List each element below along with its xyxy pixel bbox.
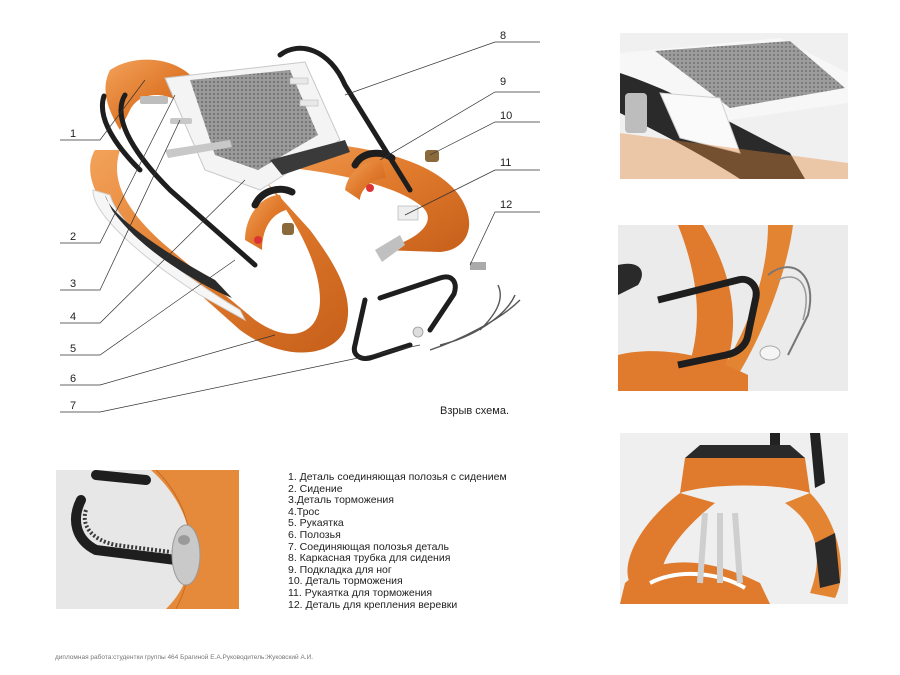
callout-10: 10	[500, 110, 513, 122]
seat-frame-tube	[118, 45, 413, 268]
callout-5: 5	[70, 343, 77, 355]
legend-item: 2. Сидение	[288, 482, 343, 495]
legend-item: 3.Деталь торможения	[288, 494, 394, 507]
callout-9: 9	[500, 76, 507, 88]
legend-item: 4.Трос	[288, 505, 320, 518]
handles	[245, 149, 396, 250]
legend-item: 10. Деталь торможения	[288, 575, 403, 588]
legend-item: 9. Подкладка для ног	[288, 563, 392, 576]
callout-6: 6	[70, 373, 77, 385]
brake-parts	[140, 96, 486, 270]
callout-3: 3	[70, 278, 77, 290]
photo-brake-handle	[618, 225, 848, 391]
callout-4: 4	[70, 311, 77, 323]
legend-item: 11. Рукаятка для торможения	[288, 586, 433, 599]
brake-handle-frame	[351, 274, 458, 361]
callout-11: 11	[500, 157, 512, 169]
callout-7: 7	[70, 400, 77, 412]
legend-item: 1. Деталь соединяющая полозья с сидением	[288, 471, 507, 483]
runner-front	[90, 150, 349, 353]
parts-legend: 1. Деталь соединяющая полозья с сидением…	[288, 471, 548, 611]
callout-12: 12	[500, 199, 513, 211]
photo-sled-rear	[620, 433, 848, 604]
photo-seat-closeup	[620, 33, 848, 179]
legend-item: 7. Соединяющая полозья деталь	[288, 540, 450, 553]
legend-item: 5. Рукаятка	[288, 517, 344, 530]
footer-credits: дипломная работа:студентки группы 464 Бр…	[55, 654, 314, 661]
legend-item: 8. Каркасная трубка для сидения	[288, 552, 451, 565]
photo-handle-grip	[56, 470, 239, 609]
callout-8: 8	[500, 30, 507, 42]
leader-lines	[60, 41, 540, 413]
legend-item: 6. Полозья	[288, 528, 341, 541]
legend-item: 12. Деталь для крепления веревки	[288, 598, 458, 611]
rope-cable	[429, 284, 521, 351]
diagram-caption: Взрыв схема.	[440, 405, 510, 417]
callout-1: 1	[70, 128, 77, 140]
callout-2: 2	[70, 231, 77, 243]
exploded-view-diagram	[60, 41, 540, 413]
